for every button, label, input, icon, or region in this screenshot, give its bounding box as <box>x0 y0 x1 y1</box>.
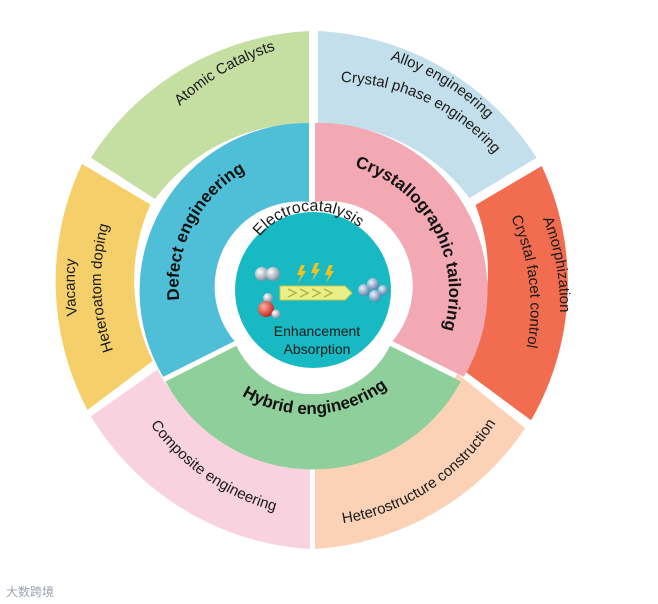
segment-heterostructure <box>315 373 526 549</box>
lightning-icon <box>297 263 334 283</box>
segment-vacancy-heteroatom <box>55 164 153 410</box>
label-absorption: Absorption <box>284 341 351 357</box>
molecule-water-icon <box>258 293 281 319</box>
segment-alloy-phase <box>318 31 537 199</box>
segment-hybrid-engineering <box>165 345 461 470</box>
segment-defect-engineering <box>139 122 309 377</box>
core-illustration <box>255 263 388 319</box>
molecule-cluster-icon <box>358 278 388 302</box>
segment-composite <box>90 369 311 549</box>
watermark: 大数跨境 <box>6 585 55 599</box>
label-vacancy: Vacancy <box>62 258 81 317</box>
segment-amorphization-facet <box>460 166 568 421</box>
label-enhancement: Enhancement <box>274 323 361 339</box>
outer-ring <box>55 31 568 549</box>
molecule-h2-icon <box>255 267 280 281</box>
segment-crystallographic-tailoring <box>315 122 488 377</box>
segment-atomic-catalysts <box>90 31 310 199</box>
inner-ring <box>139 122 488 470</box>
arrow-icon <box>279 285 353 301</box>
